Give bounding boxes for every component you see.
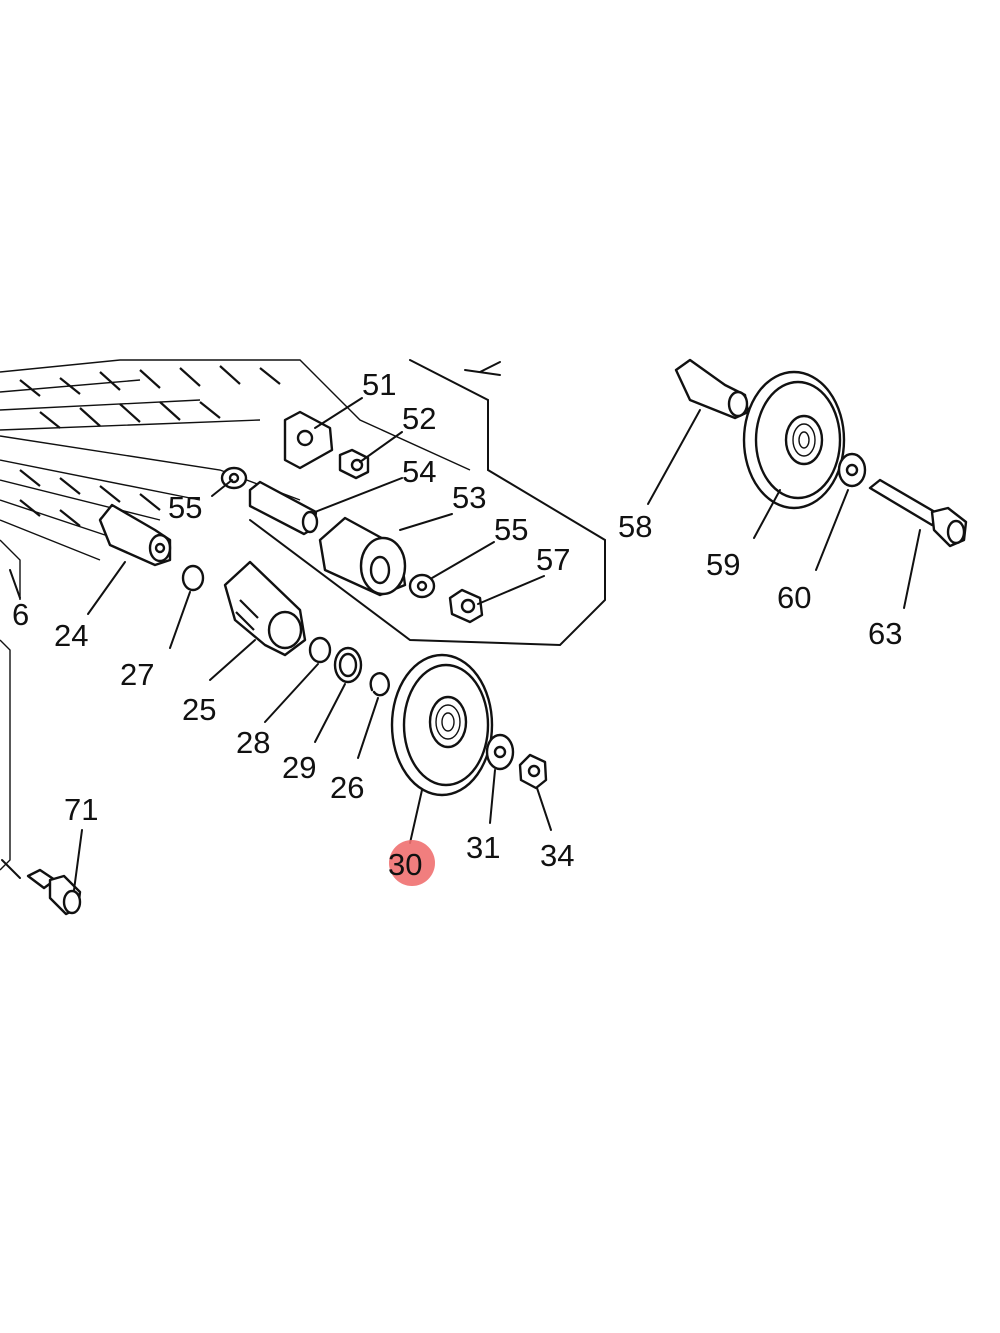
- callout-52: 52: [402, 401, 436, 436]
- part-63-bolt: [868, 478, 968, 548]
- part-26-circlip: [369, 672, 390, 697]
- part-71-bolt: [26, 868, 82, 916]
- callout-60: 60: [777, 580, 811, 615]
- part-34-nut: [518, 753, 548, 790]
- callout-59: 59: [706, 547, 740, 582]
- part-30-idler-wheel: [390, 653, 494, 797]
- part-28-o-ring: [308, 636, 332, 664]
- part-54-collar: [248, 480, 319, 536]
- callout-30: 30: [388, 847, 422, 882]
- callout-24: 24: [54, 618, 88, 653]
- part-25-arm-block: [223, 560, 307, 657]
- callout-6: 6: [12, 597, 29, 632]
- callout-51: 51: [362, 367, 396, 402]
- callout-57: 57: [536, 542, 570, 577]
- callout-25: 25: [182, 692, 216, 727]
- callout-29: 29: [282, 750, 316, 785]
- part-27-o-ring: [181, 564, 205, 592]
- part-52-nut: [338, 448, 370, 480]
- highlight-marker: [389, 840, 435, 886]
- callout-26: 26: [330, 770, 364, 805]
- part-57-nut: [448, 588, 484, 624]
- callout-27: 27: [120, 657, 154, 692]
- part-55-washer-b: [408, 573, 436, 599]
- partial-bolt-top: [464, 361, 501, 376]
- callout-54: 54: [402, 454, 436, 489]
- assembly-outline: [249, 359, 606, 647]
- callout-55b: 55: [494, 512, 528, 547]
- callout-58: 58: [618, 509, 652, 544]
- callout-53: 53: [452, 480, 486, 515]
- callout-34: 34: [540, 838, 574, 873]
- part-24-shock-end: [98, 503, 172, 567]
- part-53-roller: [318, 516, 407, 597]
- callout-55a: 55: [168, 490, 202, 525]
- callout-labels: 51 52 54 55 53 55 57 58 59 60 63 6 24 27…: [12, 367, 902, 882]
- part-59-idler-wheel: [742, 370, 846, 510]
- leader-lines: [9, 397, 921, 891]
- part-31-washer: [485, 733, 515, 771]
- callout-63: 63: [868, 616, 902, 651]
- callout-31: 31: [466, 830, 500, 865]
- callout-28: 28: [236, 725, 270, 760]
- part-29-washer: [333, 646, 363, 684]
- callout-71: 71: [64, 792, 98, 827]
- part-51-bracket: [283, 410, 334, 470]
- part-60-washer: [837, 452, 867, 488]
- part-58-shock-end: [674, 358, 750, 420]
- slide-rail-frame: [0, 359, 471, 879]
